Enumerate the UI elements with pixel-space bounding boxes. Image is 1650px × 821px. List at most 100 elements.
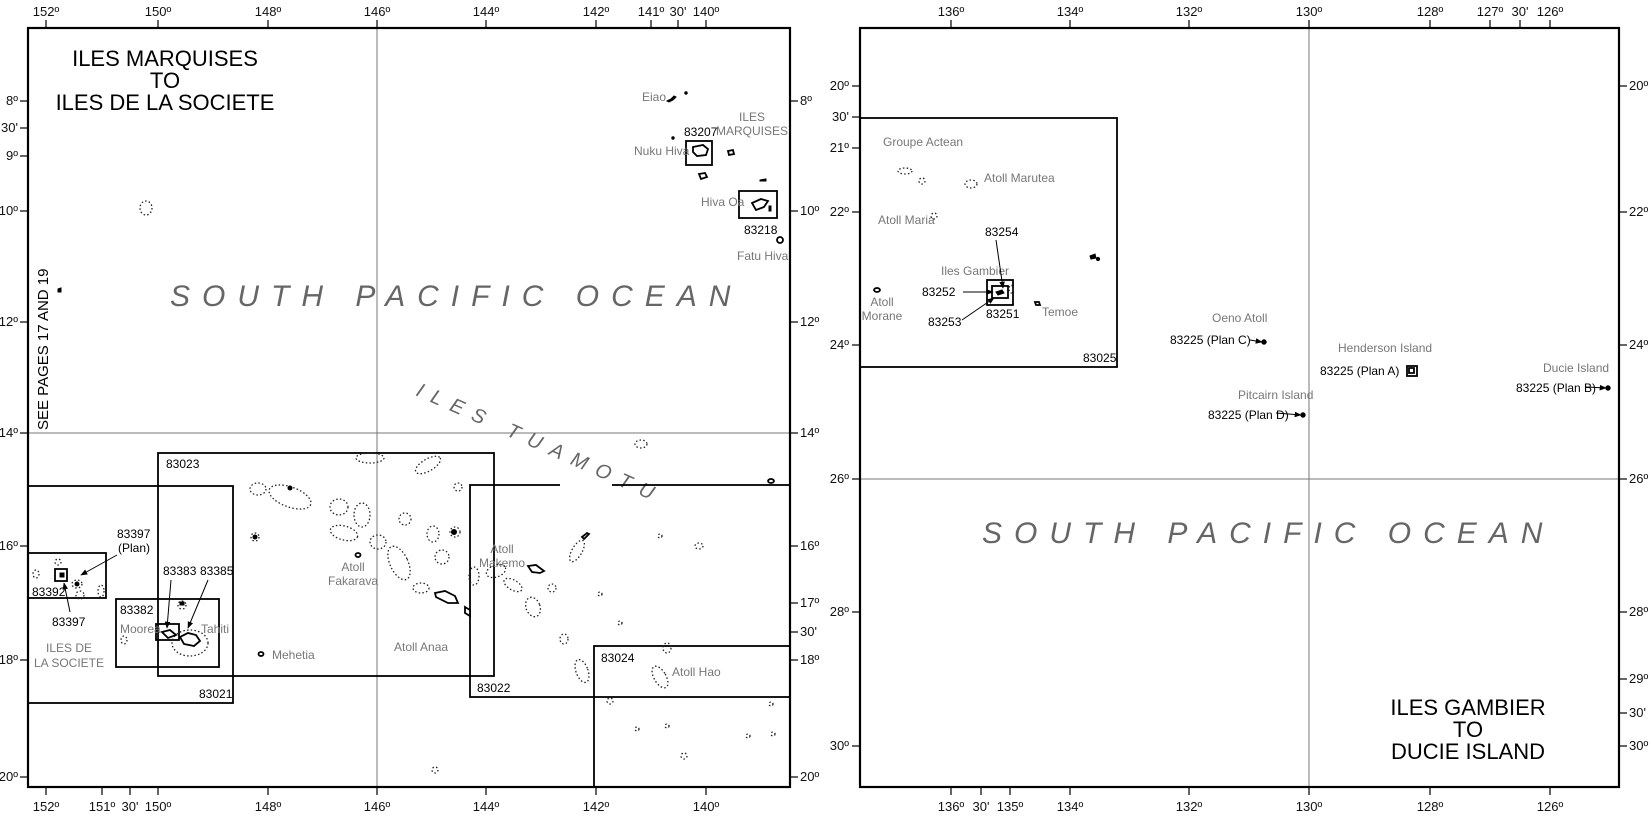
- place-name: Hiva Oa: [701, 195, 745, 209]
- left-title: ILES MARQUISES TO ILES DE LA SOCIETE: [56, 46, 275, 115]
- left-lon-labels-bottom: 152º 151º 30' 150º 148º 146º 144º 142º 1…: [33, 799, 720, 814]
- chart-box-83218[interactable]: [738, 190, 778, 219]
- lat-label: 17º: [800, 595, 819, 610]
- lat-label: 14º: [800, 425, 819, 440]
- lat-label: 14º: [0, 425, 18, 440]
- side-note: SEE PAGES 17 AND 19: [35, 269, 52, 430]
- right-chart-boxes: [859, 117, 1418, 377]
- chart-box-83382[interactable]: [115, 598, 220, 668]
- chart-number: 83397: [52, 615, 86, 629]
- place-name: Atoll: [870, 295, 893, 309]
- chart-number: 83382: [120, 603, 154, 617]
- chart-number: 83023: [166, 457, 200, 471]
- lat-label: 20º: [800, 769, 819, 784]
- lat-label: 16º: [0, 538, 18, 553]
- lat-label: 9º: [6, 148, 18, 163]
- place-name: Mehetia: [272, 648, 315, 662]
- lat-label: 26º: [830, 471, 849, 486]
- left-lat-labels-left: 8º 30' 9º 10º 12º 14º 16º 18º 20º: [0, 93, 18, 784]
- chart-number: 83021: [199, 687, 233, 701]
- island-makemo: [433, 590, 460, 604]
- lon-label: 128º: [1417, 4, 1444, 19]
- chart-box-83023[interactable]: [157, 452, 495, 677]
- chart-box-83207[interactable]: [685, 140, 713, 166]
- lon-label: 146º: [364, 4, 391, 19]
- place-name: Atoll Hao: [672, 665, 721, 679]
- left-map-frame: [26, 26, 792, 789]
- chart-number: 83225 (Plan D): [1208, 408, 1289, 422]
- label-mask: [560, 480, 612, 490]
- right-lat-labels-left: 20º 30' 21º 22º 24º 26º 28º 30º: [830, 78, 849, 753]
- chart-box-83397-plan[interactable]: [54, 568, 68, 582]
- lon-label: 30': [670, 4, 687, 19]
- lon-label: 144º: [473, 799, 500, 814]
- island-moorea: [160, 629, 178, 640]
- lat-label: 12º: [0, 314, 18, 329]
- place-name: Ducie Island: [1543, 361, 1609, 375]
- lon-label: 132º: [1176, 4, 1203, 19]
- chart-box-83225-plan-a[interactable]: [1406, 365, 1418, 377]
- chart-number: 83383: [163, 564, 197, 578]
- left-arrows: [62, 554, 209, 629]
- chart-number: 83385: [200, 564, 234, 578]
- left-frame-ticks: [20, 20, 798, 795]
- lat-label: 20º: [0, 769, 18, 784]
- chart-box-83025[interactable]: [859, 117, 1118, 368]
- lat-label: 10º: [0, 203, 18, 218]
- place-name: Oeno Atoll: [1212, 311, 1267, 325]
- lon-label: 130º: [1296, 4, 1323, 19]
- title-line: ILES DE LA SOCIETE: [56, 90, 275, 115]
- lon-label: 134º: [1057, 799, 1084, 814]
- lat-label: 10º: [800, 203, 819, 218]
- title-line: TO: [150, 68, 180, 93]
- lon-label: 126º: [1537, 4, 1564, 19]
- chart-number: 83225 (Plan A): [1320, 364, 1399, 378]
- lon-label: 148º: [255, 799, 282, 814]
- island-eiao: [665, 95, 677, 103]
- chart-number: 83225 (Plan B): [1516, 381, 1596, 395]
- place-name: Henderson Island: [1338, 341, 1432, 355]
- lon-label: 141º: [638, 4, 665, 19]
- right-panel: 136º 134º 132º 130º 128º 127º 30' 126º 1…: [830, 4, 1649, 814]
- right-islands: [873, 167, 1611, 418]
- chart-number: 83397: [117, 527, 151, 541]
- chart-number: 83218: [744, 223, 778, 237]
- chart-number: 83207: [684, 125, 718, 139]
- place-name: Groupe Actean: [883, 135, 963, 149]
- lon-label: 136º: [938, 4, 965, 19]
- lat-label: 30': [832, 109, 849, 124]
- lat-label: 24º: [830, 337, 849, 352]
- chart-number: 83225 (Plan C): [1170, 333, 1251, 347]
- lat-label: 30': [1, 120, 18, 135]
- lon-label: 146º: [364, 799, 391, 814]
- right-lat-labels-right: 20º 22º 24º 26º 28º 29º 30' 30º: [1629, 78, 1648, 753]
- left-place-names: Eiao ILES MARQUISES Nuku Hiva Hiva Oa Fa…: [34, 90, 789, 679]
- chart-number: 83025: [1083, 351, 1117, 365]
- place-name: Eiao: [642, 90, 666, 104]
- place-name: Atoll Maria: [878, 213, 935, 227]
- lon-label: 144º: [473, 4, 500, 19]
- chart-number: 83251: [986, 307, 1020, 321]
- place-name: Atoll Anaa: [394, 640, 448, 654]
- lon-label: 132º: [1176, 799, 1203, 814]
- lat-label: 30º: [1629, 738, 1648, 753]
- lon-label: 136º: [938, 799, 965, 814]
- lon-label: 130º: [1296, 799, 1323, 814]
- chart-number: (Plan): [118, 541, 150, 555]
- right-chart-numbers: 83254 83252 83251 83253 83025 83225 (Pla…: [922, 225, 1596, 422]
- left-chart-boxes: [27, 140, 791, 788]
- ocean-label: SOUTH PACIFIC OCEAN: [982, 517, 1554, 550]
- title-line: TO: [1453, 717, 1483, 742]
- lon-label: 142º: [583, 799, 610, 814]
- right-place-names: Groupe Actean Atoll Marutea Atoll Maria …: [862, 135, 1609, 402]
- lon-label: 151º: [89, 799, 116, 814]
- place-name: Fakarava: [328, 574, 378, 588]
- lat-label: 28º: [1629, 604, 1648, 619]
- lon-label: 152º: [33, 799, 60, 814]
- chart-number: 83022: [477, 681, 511, 695]
- lat-label: 8º: [6, 93, 18, 108]
- lat-label: 22º: [1629, 204, 1648, 219]
- lat-label: 18º: [800, 652, 819, 667]
- island-nuku-hiva: [692, 144, 710, 157]
